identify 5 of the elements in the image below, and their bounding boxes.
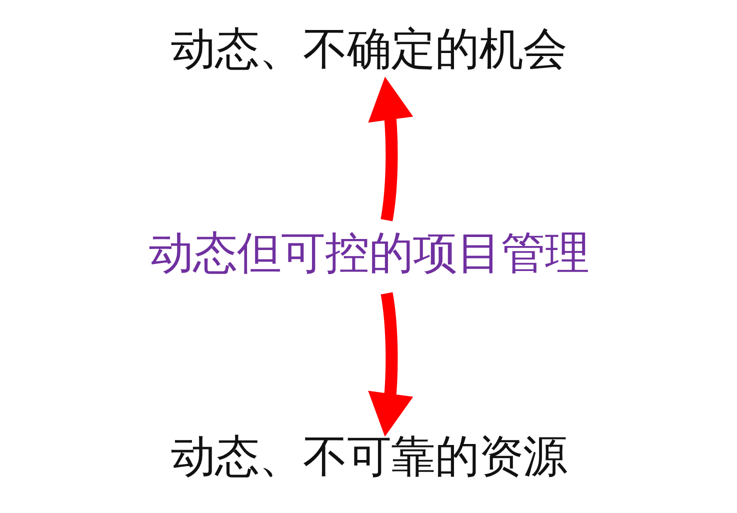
node-text: 动态、不确定的机会 [170,24,566,76]
node-text: 动态、不可靠的资源 [170,431,566,482]
arrow [368,292,413,437]
node-text: 动态但可控的项目管理 [148,228,588,279]
arrow [368,76,413,222]
